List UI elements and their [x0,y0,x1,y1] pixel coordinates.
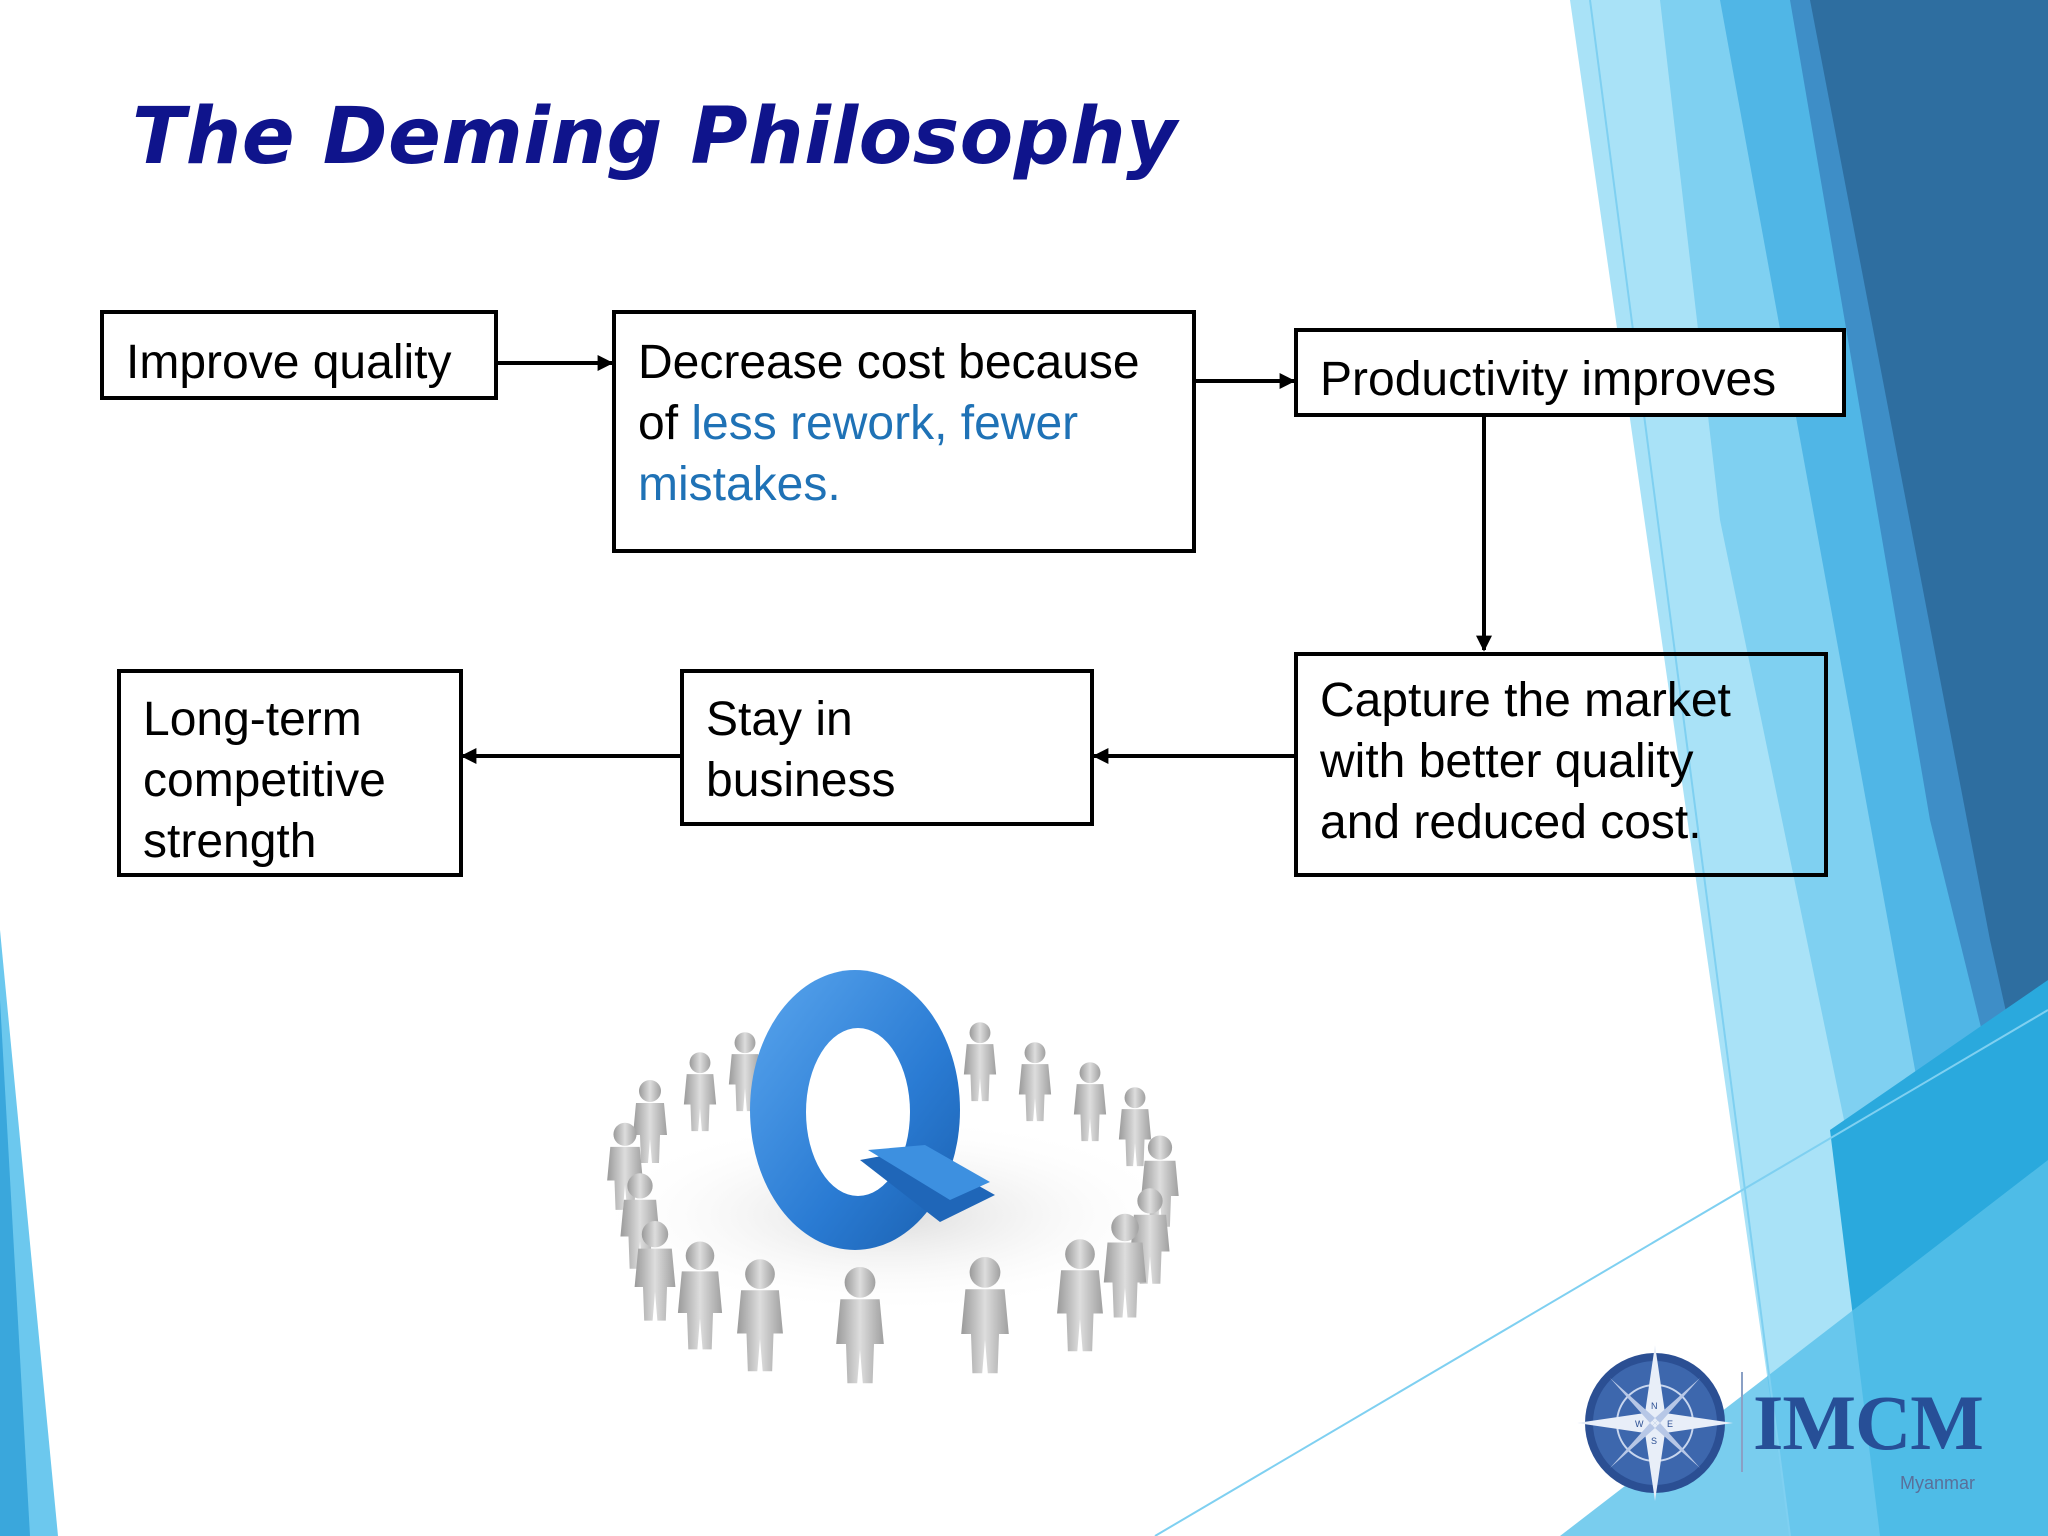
decor-line [1589,0,1791,1536]
q-letter-icon [750,970,995,1250]
logo-subtitle: Myanmar [1900,1473,1976,1493]
box-productivity-label: Productivity improves [1320,353,1777,406]
decor-line [1154,1009,2048,1536]
box-long-term-strength: Long-term competitive strength [117,669,463,877]
left-accent-shape-dark [0,1000,30,1536]
compass-letter-s: S [1651,1436,1657,1446]
box-improve-quality: Improve quality [100,310,498,400]
logo-name: IMCM [1753,1379,1984,1466]
box-decrease-cost-label: Decrease cost because of [638,336,1140,450]
compass-letter-n: N [1651,1401,1658,1411]
box-productivity-improves: Productivity improves [1294,328,1846,417]
compass-letter-e: E [1667,1419,1673,1429]
box-capture-market-label: Capture the market with better quality a… [1320,674,1731,849]
logo-divider [1741,1372,1743,1472]
box-capture-market: Capture the market with better quality a… [1294,652,1828,877]
box-long-term-label: Long-term competitive strength [143,693,386,868]
box-stay-in-business: Stay in business [680,669,1094,826]
slide-title: The Deming Philosophy [132,92,1178,182]
box-improve-quality-label: Improve quality [126,336,452,389]
box-stay-in-business-label: Stay in business [706,693,896,807]
compass-letter-w: W [1635,1419,1644,1429]
right-shape-dark [1810,0,2048,1200]
box-decrease-cost: Decrease cost because of less rework, fe… [612,310,1196,553]
box-decrease-cost-highlight: less rework, fewer mistakes. [638,397,1079,511]
